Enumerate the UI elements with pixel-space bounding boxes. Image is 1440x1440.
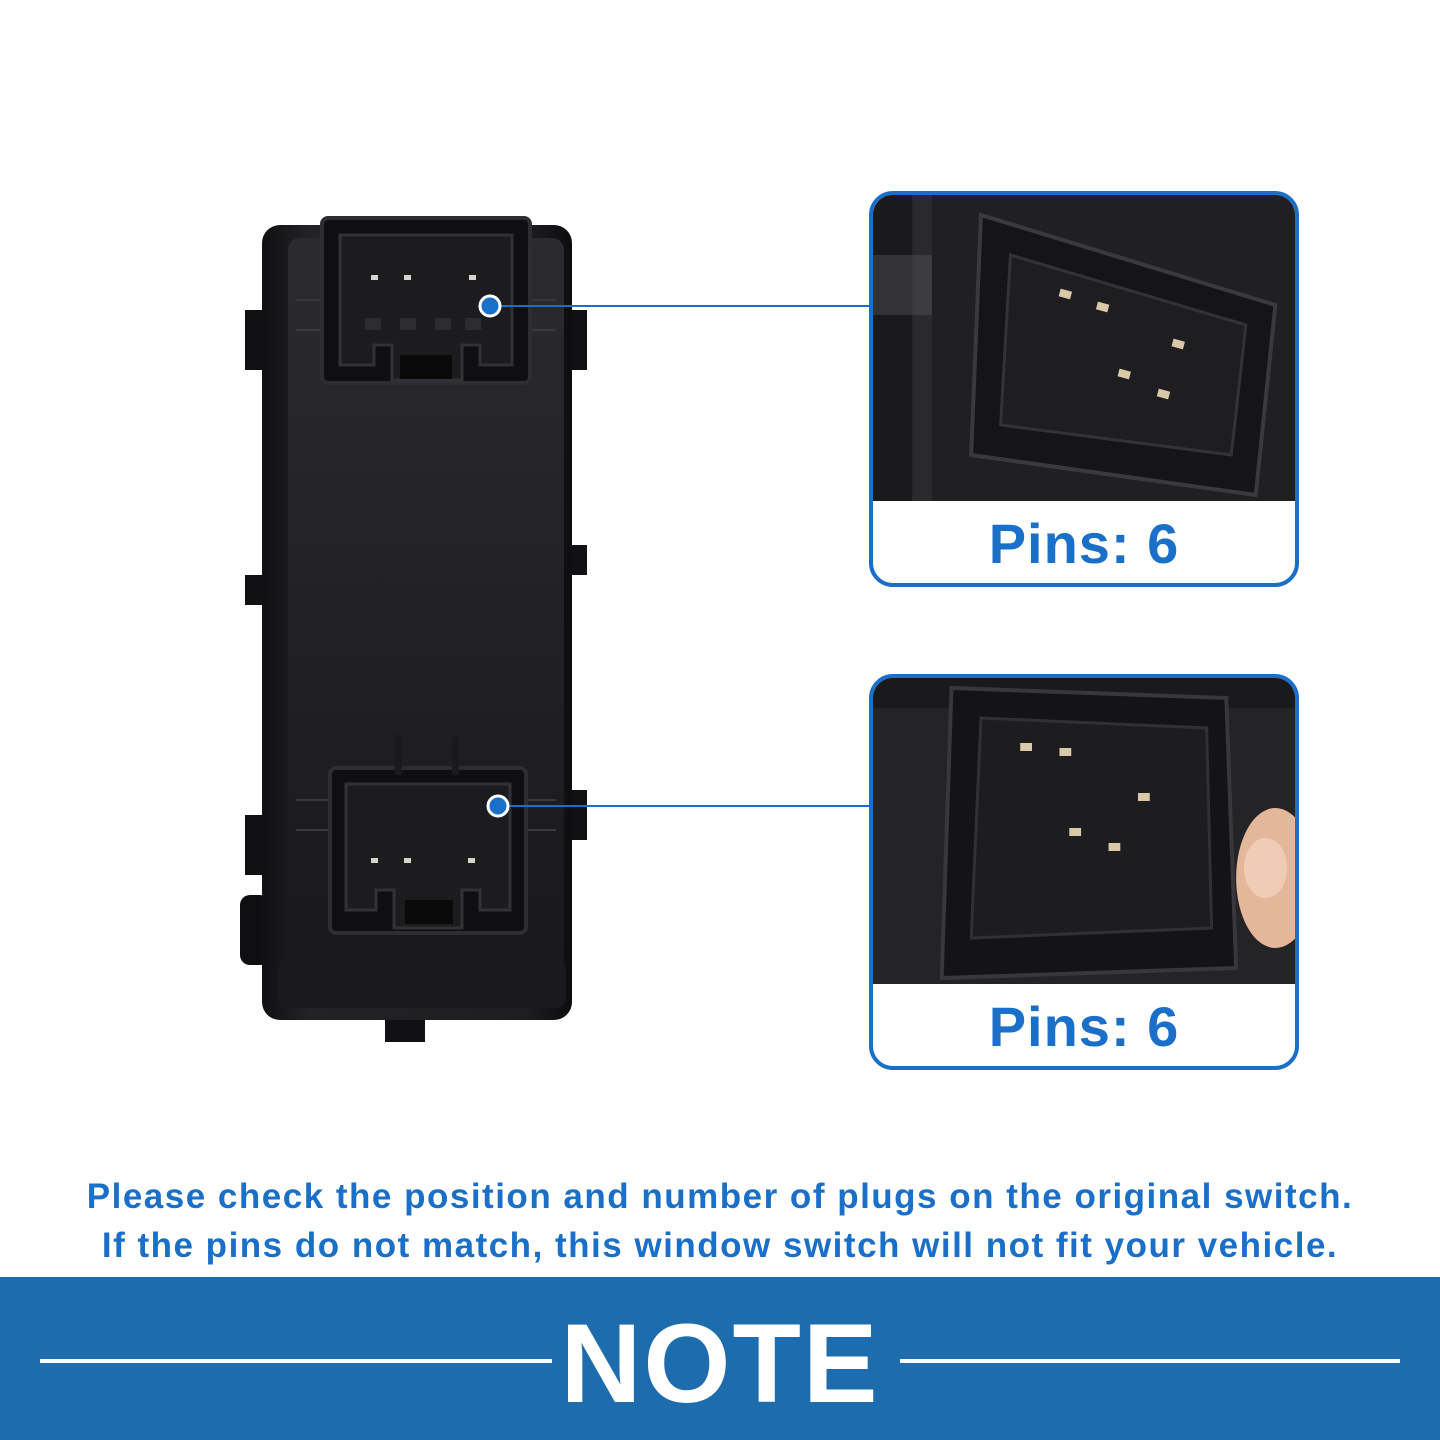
connector-closeup-photo [873, 195, 1295, 501]
connector-closeup-photo [873, 678, 1295, 984]
bottom-connector [328, 735, 528, 935]
pin-count-label: Pins: 6 [988, 512, 1180, 575]
pin-count-label: Pins: 6 [988, 995, 1180, 1058]
banner-rule-right [900, 1359, 1400, 1363]
callout-pointers [478, 294, 869, 818]
window-switch-photo [240, 216, 869, 1042]
callout-bottom-connector: Pins: 6 [869, 674, 1299, 1070]
banner-rule-left [40, 1359, 552, 1363]
note-line-2: If the pins do not match, this window sw… [101, 1226, 1339, 1265]
note-line-1: Please check the position and number of … [86, 1177, 1354, 1216]
banner-title: NOTE [560, 1301, 880, 1426]
note-banner: NOTE [0, 1277, 1440, 1440]
callout-top-connector: Pins: 6 [869, 191, 1299, 587]
top-connector [320, 216, 532, 385]
